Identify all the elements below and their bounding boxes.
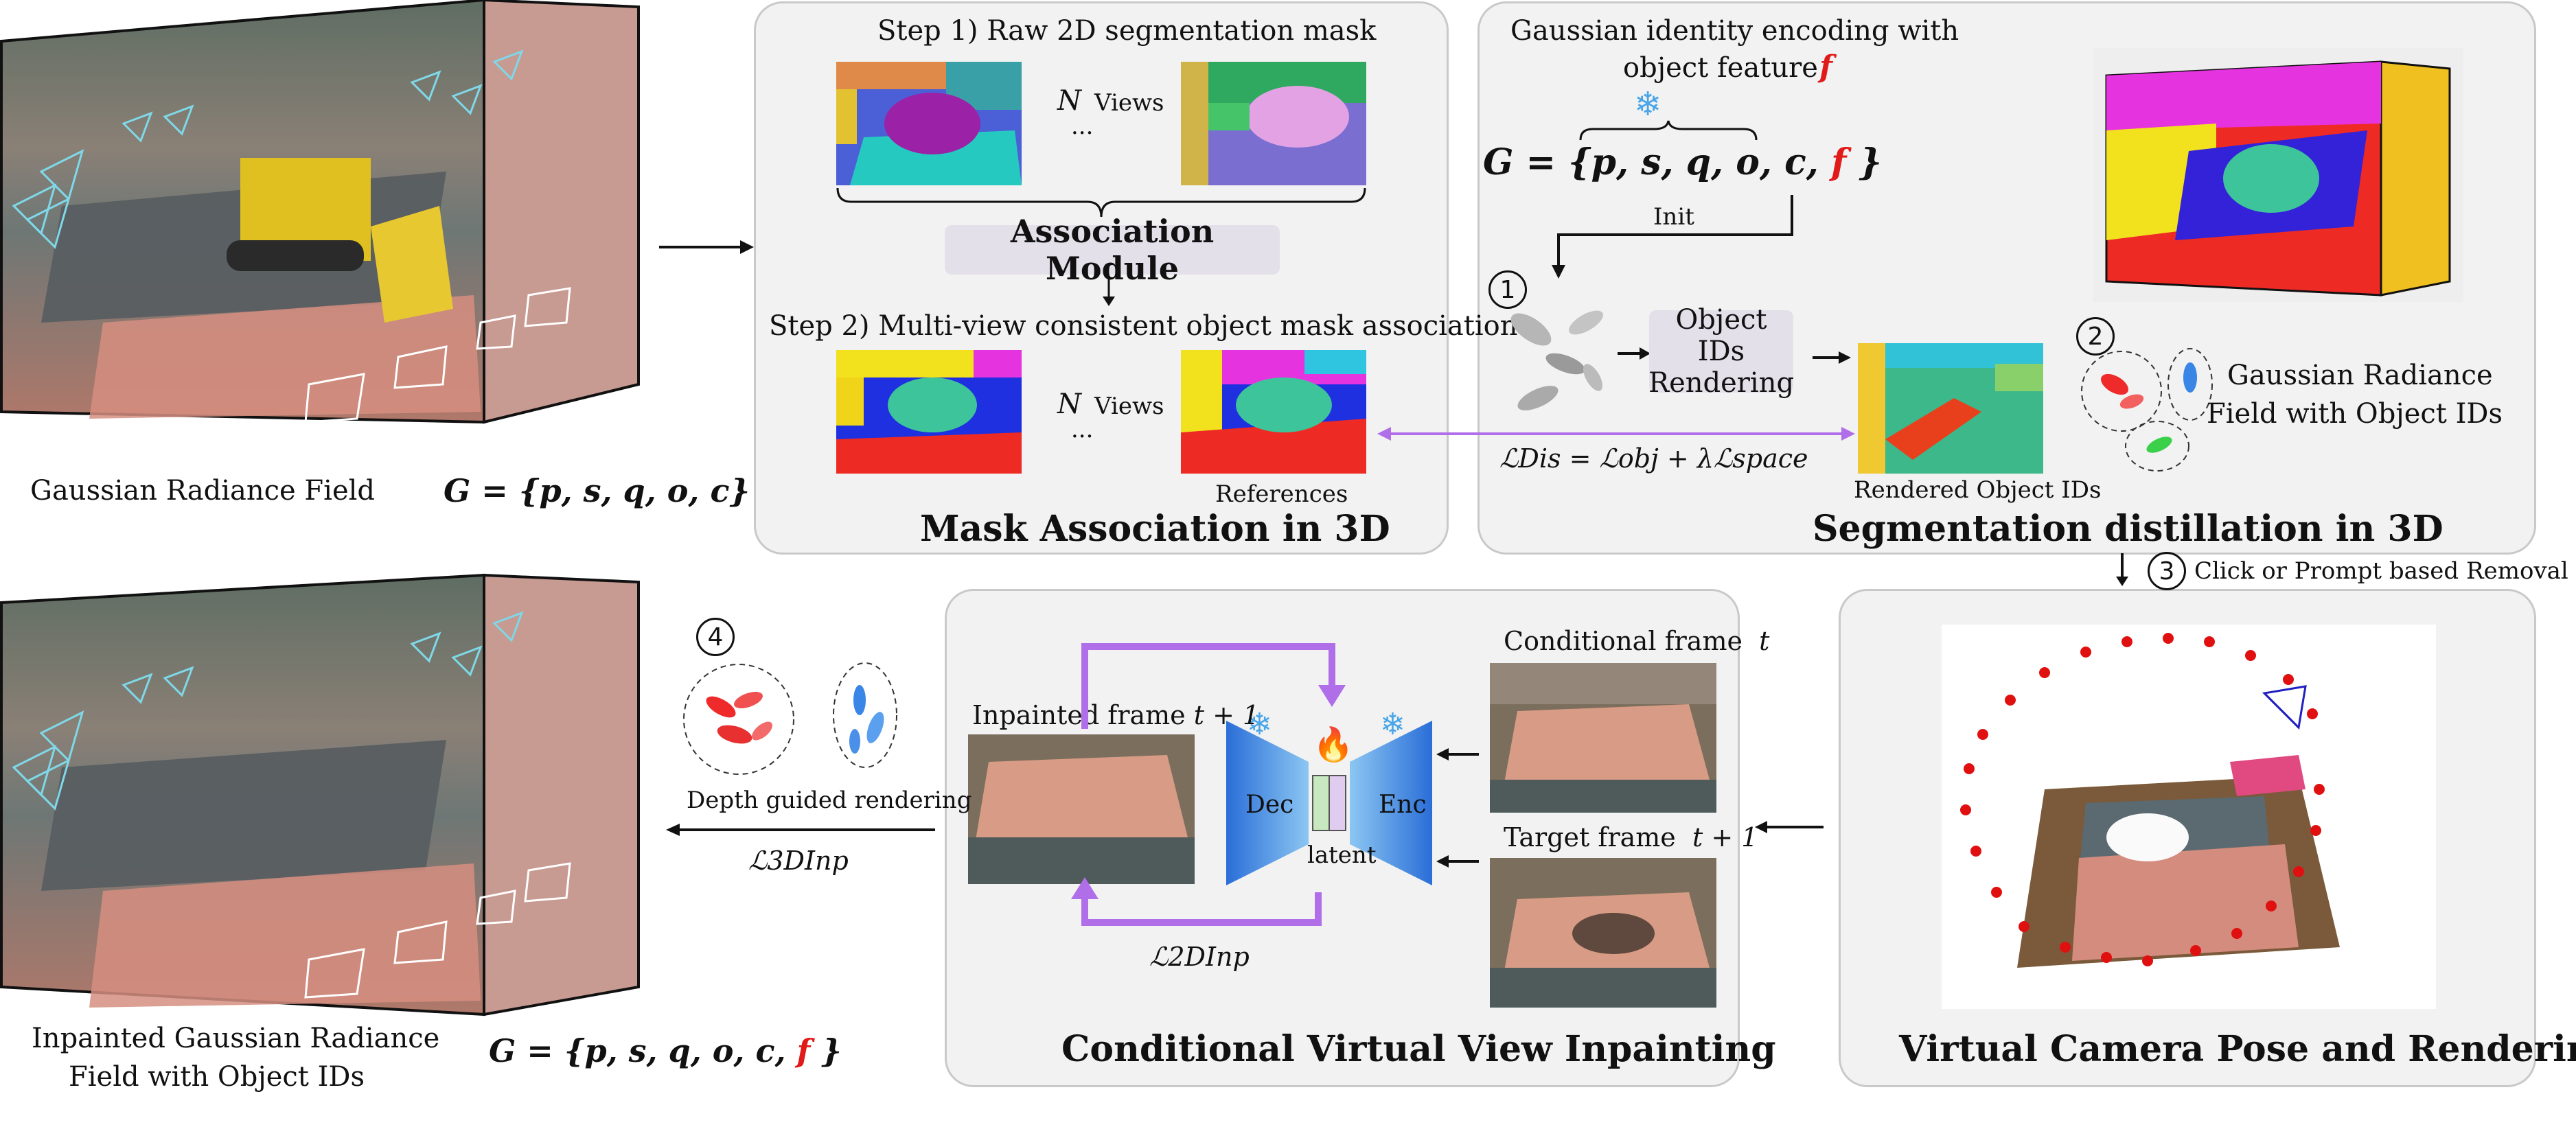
encoder-frozen-icon: ❄: [1380, 707, 1405, 742]
gaussian-blobs-colored: [2081, 348, 2213, 472]
inpainted-field-formula: G = {p, s, q, o, c, f }: [489, 1032, 842, 1069]
references-label: References: [1215, 480, 1348, 508]
gaussian-identity-formula-close: }: [1846, 141, 1882, 183]
arrow-step3-down: [2116, 553, 2128, 586]
conditional-frame-t: t: [1759, 626, 1770, 656]
step1-label: Step 1) Raw 2D segmentation mask: [877, 15, 1377, 47]
arrow-rendering-to-ids: [1813, 351, 1851, 364]
step2-label: Step 2) Multi-view consistent object mas…: [769, 310, 1518, 342]
conditional-frame-label: Conditional frame t: [1504, 626, 1769, 656]
conditional-frame-text: Conditional frame: [1504, 626, 1743, 656]
arrow-field-to-mask: [659, 240, 754, 254]
distillation-double-arrow: [1377, 427, 1855, 441]
init-arrow: [1552, 195, 1793, 279]
gaussian-radiance-field-image: [0, 0, 640, 424]
rendered-object-ids-label: Rendered Object IDs: [1854, 476, 2102, 504]
target-frame-text: Target frame: [1504, 822, 1676, 852]
depth-guided-rendering-label: Depth guided rendering: [687, 787, 972, 814]
inpainted-frame-label: Inpainted frame t + 1: [972, 700, 1259, 730]
point-cloud-rendering: [1942, 625, 2436, 1009]
trainable-fire-icon: 🔥: [1313, 725, 1354, 764]
target-frame-label: Target frame t + 1: [1504, 822, 1758, 852]
conditional-frame-image: [1490, 663, 1716, 813]
object-ids-line2: Rendering: [1648, 367, 1795, 399]
inpainted-frame-image: [968, 734, 1195, 884]
init-label: Init: [1653, 203, 1694, 231]
arrow-cond-to-enc: [1436, 748, 1479, 760]
virtual-camera-title: Virtual Camera Pose and Rendering: [1899, 1028, 2576, 1070]
purple-feedback-loop: [1071, 643, 1346, 926]
inpainted-caption-line2: Field with Object IDs: [69, 1061, 365, 1093]
distillation-loss: ℒDis = ℒobj + λℒspace: [1499, 443, 1808, 474]
identity-encoding-line2: object feature: [1623, 52, 1818, 84]
inpainted-radiance-field-image: [0, 573, 640, 1016]
latent-label: latent: [1307, 841, 1377, 869]
inpainted-formula-f: f: [796, 1032, 811, 1069]
decoder-frozen-icon: ❄: [1247, 707, 1272, 742]
rendered-object-ids-image: [1858, 343, 2043, 474]
raw-mask-view-1: [836, 62, 1022, 185]
gaussian-identity-formula-main: G = {p, s, q, o, c,: [1483, 141, 1831, 183]
object-ids-rendering-box: Object IDs Rendering: [1648, 304, 1794, 399]
object-feature-symbol: f: [1819, 49, 1832, 84]
ellipsis-1: ···: [1071, 119, 1094, 147]
brace-step1: [836, 187, 1366, 218]
loss-3d-inpaint: ℒ3DInp: [748, 846, 849, 876]
association-module-box: Association Module: [945, 213, 1280, 287]
gaussian-blobs-gray: [1510, 310, 1603, 410]
target-frame-t: t + 1: [1692, 822, 1758, 852]
step1-marker: 1: [1488, 270, 1527, 309]
frozen-snowflake-icon: ❄: [1634, 85, 1662, 124]
gaussian-field-formula: G = {p, s, q, o, c}: [444, 472, 750, 509]
segmented-gaussian-cube: [2093, 48, 2463, 302]
segmentation-distillation-title: Segmentation distillation in 3D: [1813, 508, 2443, 550]
n-views-symbol-1: N: [1057, 85, 1081, 117]
arrow-target-to-enc: [1436, 855, 1479, 868]
target-frame-image: [1490, 858, 1716, 1008]
n-views-symbol-2: N: [1057, 388, 1081, 420]
inpainted-caption-line1: Inpainted Gaussian Radiance: [32, 1023, 440, 1054]
arrow-camera-to-inpaint: [1755, 821, 1824, 833]
mask-association-title: Mask Association in 3D: [920, 508, 1390, 550]
inpainted-formula-close: }: [810, 1032, 842, 1069]
encoder-decoder-diagram: [1226, 721, 1432, 885]
encoder-label: Enc: [1379, 791, 1427, 819]
reference-mask-view: [1181, 350, 1366, 474]
step4-marker: 4: [696, 618, 735, 656]
grf-object-ids-line1: Gaussian Radiance: [2227, 360, 2493, 391]
arrow-association-down: [1103, 276, 1115, 306]
decoder-label: Dec: [1245, 791, 1294, 819]
ellipsis-2: ···: [1071, 423, 1094, 450]
inpainted-frame-text: Inpainted frame: [972, 700, 1186, 730]
views-label-2: Views: [1094, 393, 1164, 420]
raw-mask-view-2: [1181, 62, 1366, 185]
arrow-blobs-to-rendering: [1618, 347, 1651, 360]
gaussian-identity-formula-f: f: [1831, 141, 1847, 183]
gaussian-radiance-field-caption: Gaussian Radiance Field: [30, 475, 376, 507]
brace-frozen-params: [1579, 120, 1758, 141]
step3-marker: 3: [2148, 552, 2186, 590]
identity-encoding-line1: Gaussian identity encoding with: [1510, 15, 1959, 47]
click-prompt-removal-label: Click or Prompt based Removal: [2194, 557, 2568, 585]
arrow-inpaint-to-field: [666, 824, 935, 836]
inpainted-formula-main: G = {p, s, q, o, c,: [489, 1032, 797, 1069]
grf-object-ids-line2: Field with Object IDs: [2207, 398, 2503, 430]
loss-2d-inpaint: ℒ2DInp: [1149, 942, 1250, 972]
object-ids-line1: Object IDs: [1675, 304, 1767, 367]
step2-marker: 2: [2076, 317, 2115, 356]
association-module-label: Association Module: [1010, 213, 1215, 287]
gaussian-identity-formula: G = {p, s, q, o, c, f }: [1483, 141, 1882, 183]
conditional-inpainting-title: Conditional Virtual View Inpainting: [1061, 1028, 1776, 1070]
views-label-1: Views: [1094, 89, 1164, 117]
depth-gaussian-blobs: [683, 662, 897, 775]
consistent-mask-view-1: [836, 350, 1022, 474]
inpainted-frame-t: t + 1: [1193, 700, 1260, 730]
